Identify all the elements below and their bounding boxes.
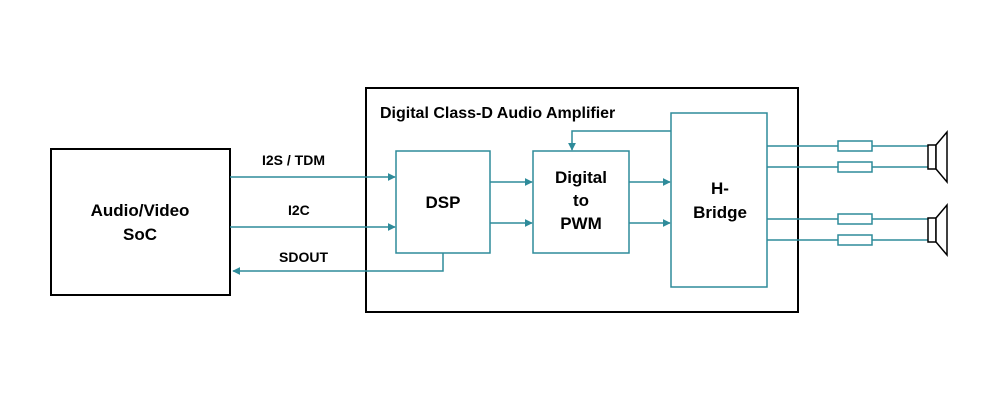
filter-resistor (837, 234, 873, 246)
speaker-icon (927, 129, 948, 185)
sdout-arrow (232, 253, 444, 275)
feedback-arrow (568, 130, 671, 151)
soc-label-line2: SoC (123, 225, 157, 244)
i2s-label: I2S / TDM (262, 152, 325, 168)
hbridge-label-line2: Bridge (693, 203, 747, 222)
hbridge-block: H- Bridge (670, 112, 768, 288)
pwm-hbridge-connections (629, 178, 671, 227)
pwm-block: Digital to PWM (532, 150, 630, 254)
i2c-label: I2C (288, 202, 310, 218)
pwm-label-line3: PWM (560, 214, 602, 233)
speaker-outputs (767, 145, 928, 241)
soc-label-line1: Audio/Video (91, 201, 190, 220)
dsp-block: DSP (395, 150, 491, 254)
soc-block: Audio/Video SoC (50, 148, 231, 296)
filter-resistor (837, 140, 873, 152)
filter-resistor (837, 161, 873, 173)
dsp-label: DSP (426, 193, 461, 212)
speaker-icon (927, 202, 948, 258)
filter-resistor (837, 213, 873, 225)
dsp-pwm-connections (490, 178, 533, 227)
sdout-label: SDOUT (279, 249, 328, 265)
amplifier-title: Digital Class-D Audio Amplifier (380, 105, 615, 122)
pwm-label-line1: Digital (555, 168, 607, 187)
output-filters (837, 140, 873, 246)
hbridge-label-line1: H- (711, 179, 729, 198)
soc-dsp-connections (230, 173, 444, 275)
pwm-label-line2: to (573, 191, 589, 210)
